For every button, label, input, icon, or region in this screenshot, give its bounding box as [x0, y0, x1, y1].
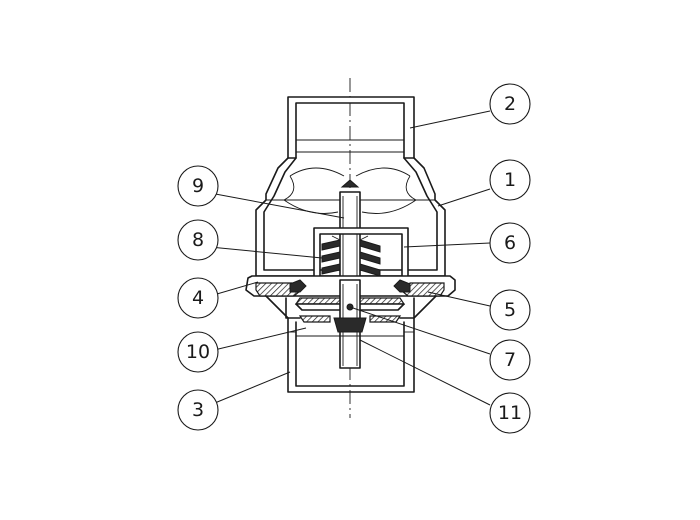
svg-text:11: 11: [498, 402, 522, 424]
top-connector: [287, 96, 415, 159]
callout-1: 1: [489, 159, 531, 201]
callout-2: 2: [489, 83, 531, 125]
svg-text:10: 10: [186, 341, 210, 363]
callout-10: 10: [177, 331, 219, 373]
svg-text:7: 7: [504, 349, 516, 371]
svg-text:5: 5: [504, 299, 516, 321]
svg-text:8: 8: [192, 229, 204, 251]
callout-9: 9: [177, 165, 219, 207]
callout-5: 5: [489, 289, 531, 331]
callout-4: 4: [177, 277, 219, 319]
svg-text:3: 3: [192, 399, 204, 421]
svg-text:1: 1: [504, 169, 516, 191]
svg-text:4: 4: [192, 287, 204, 309]
lower-stem: [333, 279, 367, 369]
callout-7: 7: [489, 339, 531, 381]
callout-3: 3: [177, 389, 219, 431]
svg-text:9: 9: [192, 175, 204, 197]
leader-lines: [209, 110, 491, 406]
stem-guide: [339, 179, 361, 283]
callout-6: 6: [489, 222, 531, 264]
bottom-connector: [265, 295, 437, 393]
callout-11: 11: [489, 392, 531, 434]
svg-text:6: 6: [504, 232, 516, 254]
spring: [321, 235, 381, 277]
svg-text:2: 2: [504, 93, 516, 115]
callout-8: 8: [177, 219, 219, 261]
